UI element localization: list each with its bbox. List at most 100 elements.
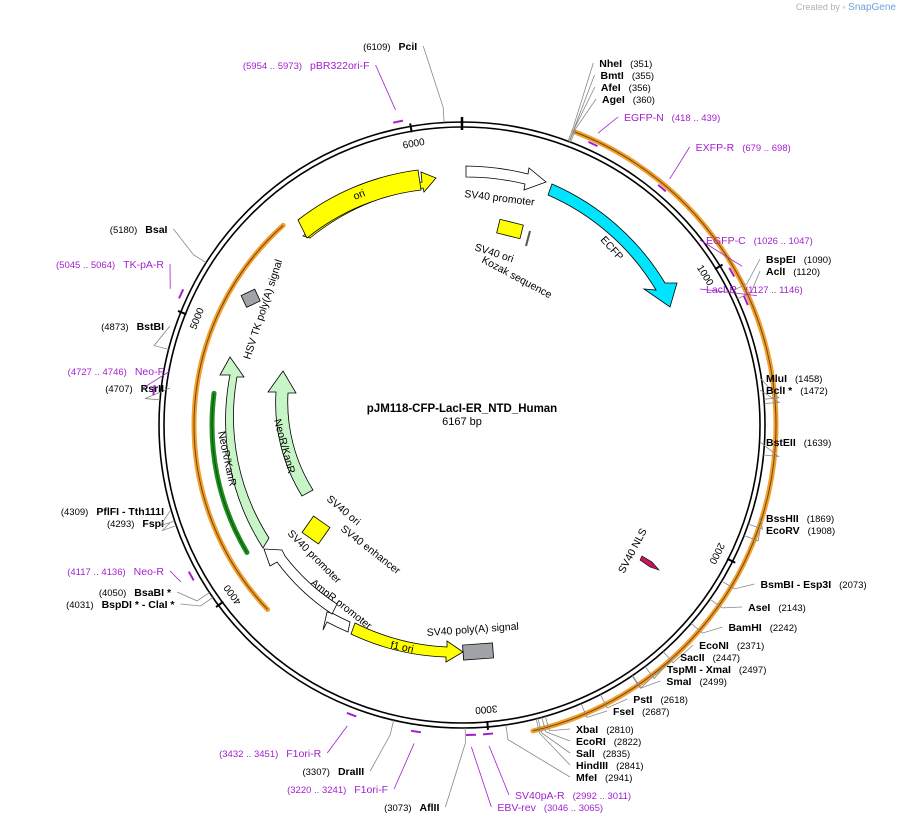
site-leader	[721, 580, 755, 590]
primer-label[interactable]: EGFP-N(418 .. 439)	[624, 112, 720, 124]
primer-mark[interactable]	[346, 711, 357, 718]
enzyme-site[interactable]: (3307)DraIII	[302, 766, 364, 778]
primer-label[interactable]: LacI-R(1127 .. 1146)	[706, 284, 803, 296]
enzyme-site[interactable]: SacII(2447)	[680, 652, 740, 664]
primer-label[interactable]: EBV-rev(3046 .. 3065)	[497, 802, 603, 814]
enzyme-site[interactable]: EcoRV(1908)	[766, 525, 835, 537]
site-leader	[535, 718, 571, 766]
enzyme-site[interactable]: BamHI(2242)	[728, 622, 797, 634]
enzyme-site[interactable]: SmaI(2499)	[666, 676, 727, 688]
enzyme-site[interactable]: MfeI(2941)	[576, 772, 632, 784]
primer-mark[interactable]	[152, 385, 156, 396]
primer-label[interactable]: SV40pA-R(2992 .. 3011)	[515, 790, 631, 802]
enzyme-site[interactable]: TspMI - XmaI(2497)	[667, 664, 766, 676]
enzyme-site[interactable]: AgeI(360)	[602, 94, 655, 106]
enzyme-site[interactable]: (4031)BspDI * - ClaI *	[66, 599, 175, 611]
enzyme-site[interactable]: BssHII(1869)	[766, 513, 834, 525]
feature-label-sv40-polya: SV40 poly(A) signal	[426, 621, 519, 639]
primer-label[interactable]: EXFP-R(679 .. 698)	[696, 142, 791, 154]
site-leader	[180, 597, 214, 607]
feature-neor-kanr-outer[interactable]	[219, 356, 270, 549]
primer-mark[interactable]	[482, 732, 494, 736]
enzyme-site[interactable]: HindIII(2841)	[576, 760, 644, 772]
enzyme-site[interactable]: BsmBI - Esp3I(2073)	[761, 579, 867, 591]
enzyme-site[interactable]: NheI(351)	[599, 58, 652, 70]
primer-leader	[141, 370, 171, 390]
feature-ecfp[interactable]	[547, 183, 678, 308]
snapgene-logo-icon: ◦	[842, 2, 846, 12]
enzyme-site[interactable]: (4293)FspI	[107, 518, 164, 530]
primer-mark[interactable]	[410, 729, 421, 734]
feature-sv40-polya[interactable]	[462, 642, 494, 661]
primer-leader	[669, 146, 691, 180]
ruler-tick	[215, 600, 224, 608]
primer-mark[interactable]	[728, 267, 736, 278]
enzyme-site[interactable]: (4873)BstBI	[101, 321, 164, 333]
ruler-tick	[409, 123, 413, 133]
feature-label-ori: ori	[352, 187, 367, 202]
feature-sv40-promoter-1[interactable]	[465, 165, 547, 191]
site-leader	[173, 228, 207, 264]
primer-label[interactable]: (3432 .. 3451)F1ori-R	[219, 748, 322, 760]
enzyme-site[interactable]: (5180)BsaI	[110, 224, 168, 236]
site-leader	[662, 644, 694, 664]
feature-label-sv40-ori-inner: SV40 ori	[324, 493, 363, 528]
site-leader	[445, 727, 466, 808]
enzyme-site[interactable]: (3073)AflII	[384, 802, 439, 814]
primer-label[interactable]: (3220 .. 3241)F1ori-F	[287, 784, 388, 796]
primer-mark[interactable]	[587, 140, 598, 148]
enzyme-site[interactable]: AseI(2143)	[748, 602, 806, 614]
enzyme-site[interactable]: FseI(2687)	[613, 706, 669, 718]
credit: Created by ◦ SnapGene	[796, 2, 896, 13]
enzyme-site[interactable]: EcoNI(2371)	[699, 640, 764, 652]
enzyme-site[interactable]: XbaI(2810)	[576, 724, 634, 736]
site-leader	[759, 377, 780, 400]
primer-label[interactable]: (5954 .. 5973)pBR322ori-F	[243, 60, 370, 72]
enzyme-site[interactable]: SalI(2835)	[576, 748, 630, 760]
site-leader	[748, 517, 764, 530]
primer-mark[interactable]	[187, 571, 195, 581]
site-leader	[422, 45, 445, 123]
site-leader	[570, 98, 597, 143]
enzyme-site[interactable]: EcoRI(2822)	[576, 736, 641, 748]
enzyme-site[interactable]: (4309)PflFI - Tth111I	[61, 506, 164, 518]
enzyme-site[interactable]: (4050)BsaBI *	[99, 587, 172, 599]
primer-label[interactable]: (4117 .. 4136)Neo-R	[67, 566, 164, 578]
primer-mark[interactable]	[742, 295, 749, 306]
enzyme-site[interactable]: PstI(2618)	[633, 694, 688, 706]
feature-kozak-mark[interactable]	[525, 230, 531, 247]
enzyme-site[interactable]: BclI *(1472)	[766, 385, 828, 397]
primer-leader	[326, 725, 348, 754]
enzyme-site[interactable]: BspEI(1090)	[766, 254, 831, 266]
site-leader	[733, 258, 761, 291]
feature-ampr-promoter[interactable]	[322, 611, 351, 633]
enzyme-site[interactable]: AfeI(356)	[601, 82, 651, 94]
feature-neor-kanr-inner[interactable]	[267, 370, 314, 497]
enzyme-site[interactable]: BmtI(355)	[601, 70, 655, 82]
primer-label[interactable]: (4727 .. 4746)Neo-F	[68, 366, 164, 378]
primer-label[interactable]: EGFP-C(1026 .. 1047)	[706, 235, 813, 247]
feature-sv40-nls[interactable]	[639, 555, 660, 571]
feature-label-sv40-nls: SV40 NLS	[616, 526, 650, 575]
plasmid-length: 6167 bp	[442, 416, 482, 428]
site-leader	[537, 718, 571, 754]
feature-sv40-ori-top[interactable]	[496, 218, 524, 240]
enzyme-site[interactable]: BstEII(1639)	[766, 437, 831, 449]
feature-hsv-tk-polya[interactable]	[240, 288, 261, 308]
primer-mark[interactable]	[178, 288, 185, 299]
site-leader	[176, 591, 210, 602]
enzyme-site[interactable]: (6109)PciI	[363, 41, 417, 53]
feature-f1-ori[interactable]	[350, 622, 464, 663]
site-leader	[759, 389, 781, 404]
primer-label[interactable]: (5045 .. 5064)TK-pA-R	[56, 259, 164, 271]
feature-sv40-ori-inner[interactable]	[301, 515, 331, 545]
feature-label-f1-ori: f1 ori	[389, 639, 414, 656]
feature-sv40-promoter-2[interactable]	[263, 548, 338, 615]
primer-mark[interactable]	[657, 184, 667, 193]
site-leader	[153, 325, 171, 350]
enzyme-site[interactable]: MluI(1458)	[766, 373, 822, 385]
orf-arc-core	[532, 131, 777, 732]
enzyme-site[interactable]: AclI(1120)	[766, 266, 820, 278]
primer-mark[interactable]	[392, 119, 404, 124]
enzyme-site[interactable]: (4707)RsrII	[105, 383, 164, 395]
